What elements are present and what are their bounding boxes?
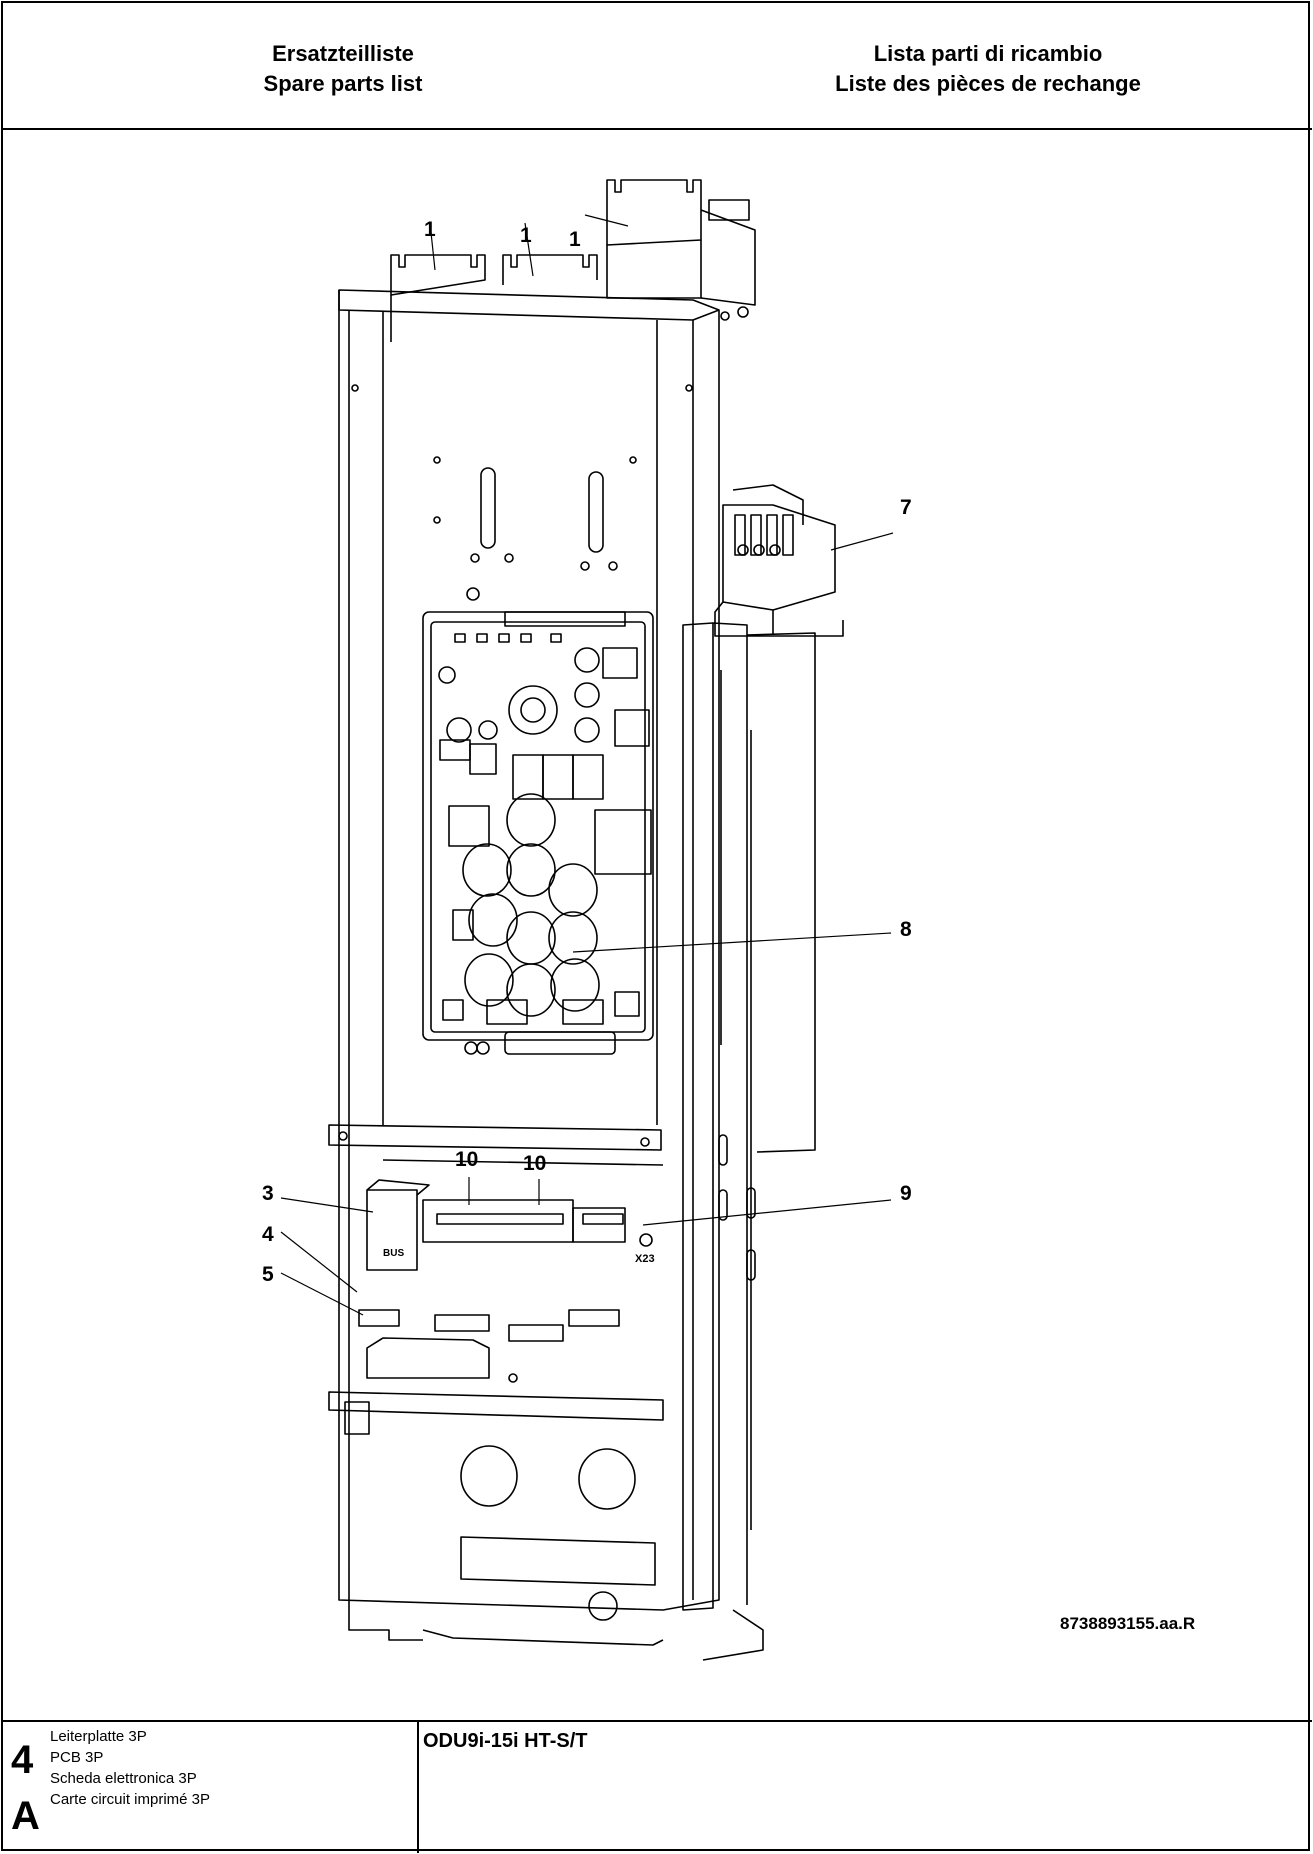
capacitor-bank bbox=[462, 793, 600, 1017]
top-bracket-middle bbox=[502, 254, 598, 285]
header-title-english: Spare parts list bbox=[263, 71, 423, 96]
drawing-svg bbox=[280, 179, 894, 1661]
header-title-german: Ersatzteilliste bbox=[272, 41, 414, 66]
callout-7: 7 bbox=[900, 496, 912, 519]
page-footer: 4 A Leiterplatte 3P PCB 3P Scheda elettr… bbox=[3, 1720, 1312, 1853]
connector-label-x23: X23 bbox=[635, 1253, 655, 1265]
document-number: 8738893155.aa.R bbox=[1060, 1614, 1196, 1633]
pcb-enclosure bbox=[422, 611, 654, 1055]
callout-9: 9 bbox=[900, 1182, 912, 1205]
callout-4: 4 bbox=[262, 1223, 274, 1246]
callout-1-right: 1 bbox=[569, 228, 581, 251]
lower-frame bbox=[328, 1124, 664, 1646]
part-description-list: Leiterplatte 3P PCB 3P Scheda elettronic… bbox=[50, 1726, 210, 1810]
page-letter: A bbox=[11, 1794, 40, 1838]
header-right: Lista parti di ricambio Liste des pièces… bbox=[778, 39, 1198, 99]
description-english: PCB 3P bbox=[50, 1749, 104, 1766]
page-number: 4 bbox=[11, 1738, 34, 1782]
top-bracket-right bbox=[606, 179, 756, 321]
callout-10-left: 10 bbox=[455, 1148, 479, 1171]
callout-1-middle: 1 bbox=[520, 224, 532, 247]
callout-8: 8 bbox=[900, 918, 912, 941]
bus-module-label: BUS bbox=[383, 1248, 405, 1259]
footer-divider bbox=[417, 1722, 419, 1853]
pcb-components bbox=[438, 633, 652, 1025]
top-bracket-left bbox=[390, 254, 486, 342]
callout-1-left: 1 bbox=[424, 218, 436, 241]
header-left: Ersatzteilliste Spare parts list bbox=[133, 39, 553, 99]
description-german: Leiterplatte 3P bbox=[50, 1728, 147, 1745]
contactor bbox=[714, 484, 844, 637]
header-title-french: Liste des pièces de rechange bbox=[835, 71, 1141, 96]
header-title-italian: Lista parti di ricambio bbox=[873, 41, 1103, 66]
model-name: ODU9i-15i HT-S/T bbox=[423, 1730, 588, 1752]
page-header: Ersatzteilliste Spare parts list Lista p… bbox=[3, 3, 1312, 130]
main-frame bbox=[338, 289, 720, 1611]
side-duct bbox=[682, 622, 816, 1661]
exploded-drawing: 1 1 1 7 8 10 10 3 9 4 5 X23 BUS bbox=[3, 130, 1312, 1720]
panel-slots bbox=[466, 467, 618, 601]
leader-lines bbox=[280, 214, 894, 1316]
description-italian: Scheda elettronica 3P bbox=[50, 1770, 197, 1787]
callout-5: 5 bbox=[262, 1263, 274, 1286]
description-french: Carte circuit imprimé 3P bbox=[50, 1791, 211, 1808]
callout-3: 3 bbox=[262, 1182, 274, 1205]
callout-10-right: 10 bbox=[523, 1152, 547, 1175]
